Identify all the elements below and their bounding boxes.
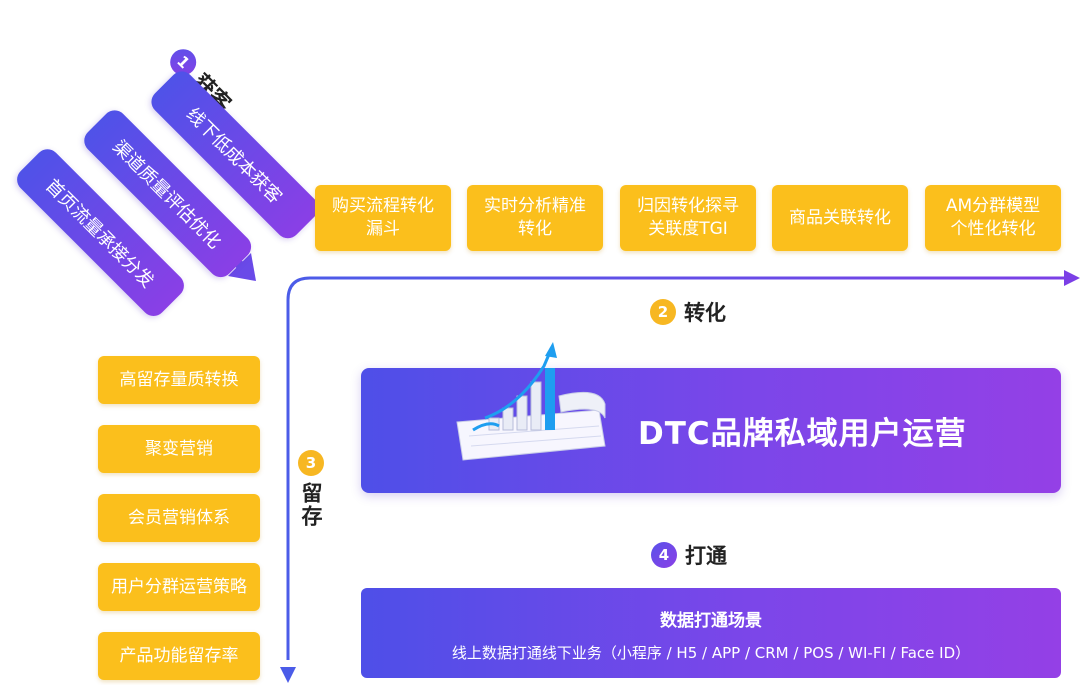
right-arrowhead: [1064, 270, 1080, 286]
convert-item-line1: 归因转化探寻: [637, 196, 739, 217]
retain-item: 用户分群运营策略: [98, 563, 260, 611]
stage-convert-heading: 2 转化: [650, 297, 726, 327]
retain-item: 产品功能留存率: [98, 632, 260, 680]
convert-item: 商品关联转化: [772, 185, 908, 251]
stage-retain-heading: 3 留存: [296, 450, 326, 528]
convert-item: 归因转化探寻关联度TGI: [620, 185, 756, 251]
retain-item: 高留存量质转换: [98, 356, 260, 404]
stage-convert-number: 2: [650, 299, 676, 325]
convert-item: AM分群模型个性化转化: [925, 185, 1061, 251]
connect-banner-title: 数据打通场景: [660, 611, 762, 631]
convert-item-line2: 个性化转化: [950, 219, 1036, 239]
center-banner: DTC品牌私域用户运营: [361, 342, 1061, 493]
convert-item: 购买流程转化漏斗: [315, 185, 451, 251]
stage-connect-number: 4: [651, 542, 677, 568]
convert-item-line2: 转化: [518, 219, 552, 239]
convert-item-line1: 购买流程转化: [332, 196, 434, 217]
stage-retain-title: 留存: [299, 482, 323, 528]
convert-item-line2: 漏斗: [366, 219, 400, 239]
stage-retain-number: 3: [298, 450, 324, 476]
growth-chart-illustration: [456, 342, 606, 461]
convert-item-line1: 实时分析精准: [484, 196, 586, 217]
retain-item: 聚变营销: [98, 425, 260, 473]
retain-item: 会员营销体系: [98, 494, 260, 542]
convert-item: 实时分析精准转化: [467, 185, 603, 251]
stage-connect-title: 打通: [685, 544, 727, 568]
acquire-arrowhead: [228, 253, 256, 281]
connect-banner: 数据打通场景 线上数据打通线下业务（小程序 / H5 / APP / CRM /…: [361, 588, 1061, 678]
convert-item-line1: AM分群模型: [945, 196, 1041, 217]
stage-convert-title: 转化: [684, 301, 726, 325]
down-arrowhead: [280, 667, 296, 683]
connect-banner-subtitle: 线上数据打通线下业务（小程序 / H5 / APP / CRM / POS / …: [451, 644, 971, 662]
convert-item-line2: 关联度TGI: [648, 219, 728, 239]
center-banner-title: DTC品牌私域用户运营: [638, 416, 967, 452]
stage-connect-heading: 4 打通: [651, 540, 727, 570]
conversion-axis-line: [286, 276, 1068, 660]
convert-item-line1: 商品关联转化: [789, 207, 891, 228]
